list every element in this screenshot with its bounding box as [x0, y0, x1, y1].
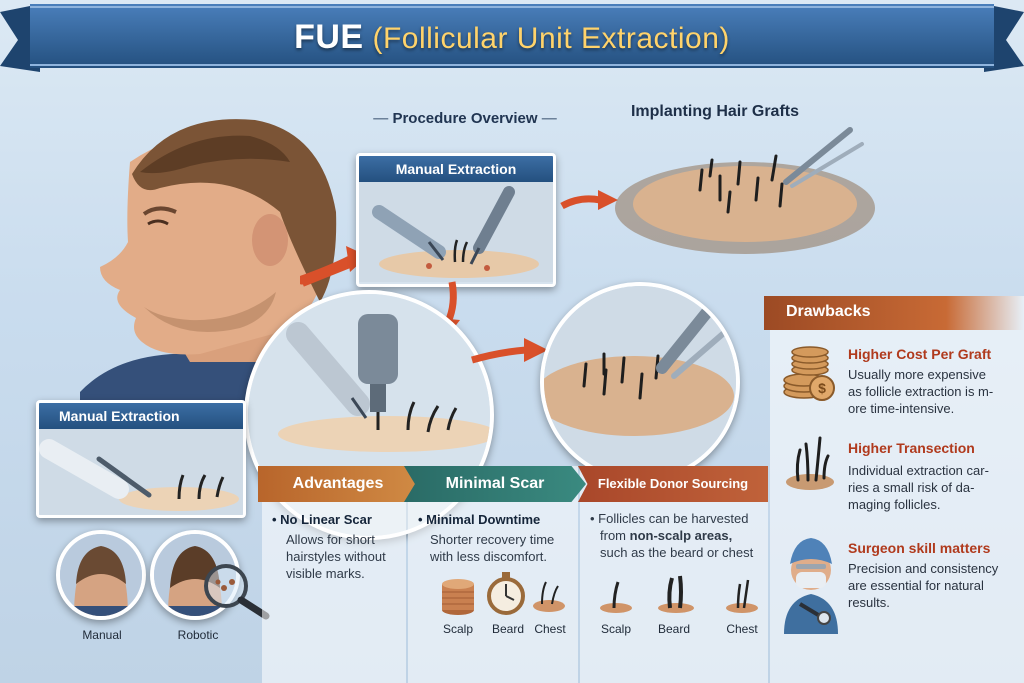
- drawback-title: Higher Transection: [848, 440, 975, 456]
- implant-closeup-circle: [540, 282, 740, 482]
- surgeon-icon: [784, 538, 838, 634]
- hair-follicle-icon: [658, 575, 694, 613]
- drawback-title: Higher Cost Per Graft: [848, 346, 992, 362]
- flexible-donor-header: Flexible Donor Sourcing: [578, 466, 768, 502]
- coin-stack-icon: [442, 579, 474, 615]
- manual-extraction-card-top: Manual Extraction: [356, 153, 556, 287]
- drawbacks-header: [764, 296, 1024, 330]
- extraction-photo: [359, 182, 553, 282]
- implanting-heading: Implanting Hair Grafts: [630, 103, 800, 120]
- icon-label-scalp: Scalp: [600, 622, 632, 636]
- icon-label-chest: Chest: [726, 622, 758, 636]
- svg-text:$: $: [818, 380, 826, 396]
- flexible-donor-panel: [580, 466, 768, 683]
- arrow-icon: [560, 190, 618, 210]
- advantages-panel: [262, 466, 406, 683]
- chest-skin-icon: [533, 581, 565, 612]
- card-title: Manual Extraction: [359, 156, 553, 182]
- minimal-scar-header: Minimal Scar: [404, 466, 586, 502]
- hair-follicle-icon: [600, 581, 632, 613]
- advantages-header: Advantages: [258, 466, 418, 502]
- minimal-bullet: • Minimal Downtime: [418, 512, 541, 527]
- card-title: Manual Extraction: [39, 403, 243, 429]
- advantage-bullet: • No Linear Scar: [272, 512, 372, 527]
- icon-label-chest: Chest: [534, 622, 566, 636]
- implant-scalp-illustration: [615, 127, 875, 254]
- extraction-photo: [39, 429, 243, 515]
- robotic-label: Robotic: [177, 628, 219, 642]
- flexible-desc: • Follicles can be harvested from non-sc…: [590, 511, 754, 560]
- manual-extraction-card-left: Manual Extraction: [36, 400, 246, 518]
- drawback-title: Surgeon skill matters: [848, 540, 991, 556]
- icon-label-beard: Beard: [657, 622, 691, 636]
- procedure-overview-heading: — Procedure Overview —: [373, 110, 557, 127]
- coins-icon: $: [783, 346, 835, 401]
- manual-label: Manual: [82, 628, 122, 642]
- head-profile-illustration: [80, 119, 354, 402]
- icon-label-beard: Beard: [491, 622, 525, 636]
- magnifier-icon: [204, 564, 270, 620]
- transection-hair-icon: [786, 436, 834, 490]
- stopwatch-icon: [487, 572, 525, 615]
- page-title: FUE (Follicular Unit Extraction): [294, 18, 730, 56]
- drawback-desc: Individual extraction car-ries a small r…: [848, 463, 989, 512]
- title-banner: [0, 4, 1024, 72]
- drawbacks-title: Drawbacks: [786, 303, 871, 320]
- minimal-scar-panel: [408, 466, 578, 683]
- icon-label-scalp: Scalp: [442, 622, 474, 636]
- hair-follicle-icon: [726, 579, 758, 613]
- arrow-icon: [471, 338, 548, 364]
- manual-result-circle: [56, 530, 146, 620]
